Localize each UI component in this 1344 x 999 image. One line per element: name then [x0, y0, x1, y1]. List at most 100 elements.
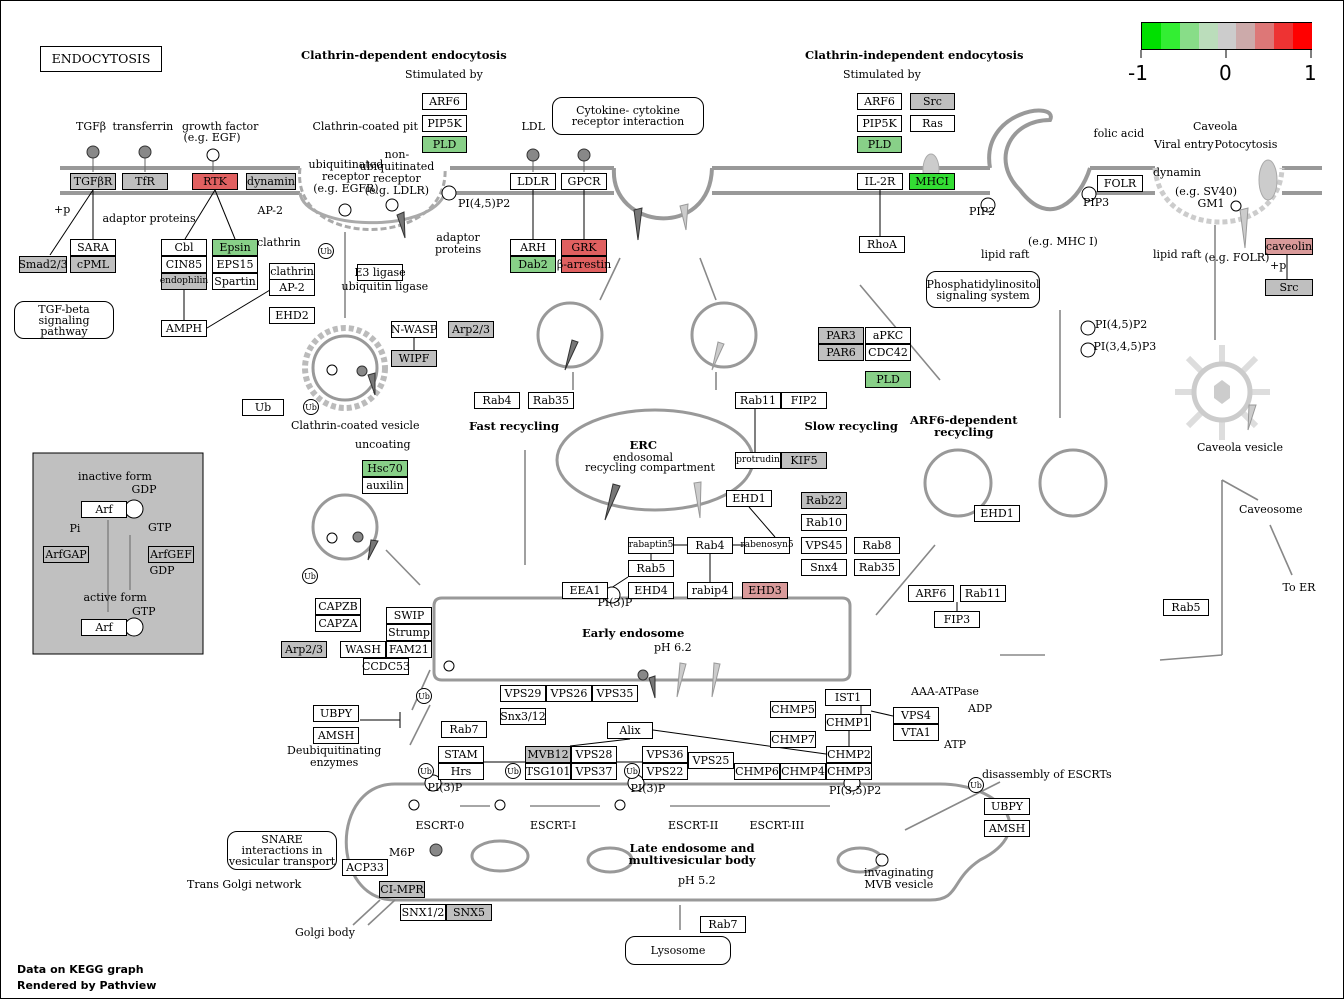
gene-box-capza[interactable]: CAPZA [315, 615, 361, 632]
gene-box-swip[interactable]: SWIP [386, 607, 432, 624]
gene-box-vps25[interactable]: VPS25 [688, 752, 734, 769]
gene-box-acp33[interactable]: ACP33 [342, 859, 388, 876]
gene-box-nwasp[interactable]: N-WASP [391, 321, 437, 338]
gene-box-wipf[interactable]: WIPF [391, 350, 437, 367]
gene-box-mvb12[interactable]: MVB12 [525, 746, 571, 763]
gene-box-ubpy-b[interactable]: UBPY [984, 798, 1030, 815]
gene-box-epsin[interactable]: Epsin [212, 239, 258, 256]
gene-box-ldlr[interactable]: LDLR [510, 173, 556, 190]
gene-box-barrestin[interactable]: β-arrestin [557, 256, 611, 273]
gene-box-endophilin[interactable]: endophilin [160, 273, 208, 290]
gene-box-tgfbr[interactable]: TGFβR [70, 173, 116, 190]
gene-box-rab5-a[interactable]: Rab5 [628, 560, 674, 577]
gene-box-ub-a[interactable]: Ub [242, 399, 284, 416]
gene-box-vps37[interactable]: VPS37 [571, 763, 617, 780]
gene-box-vps35[interactable]: VPS35 [592, 685, 638, 702]
gene-box-grk[interactable]: GRK [561, 239, 607, 256]
gene-box-caveolin[interactable]: caveolin [1265, 238, 1313, 255]
gene-box-ccdc53[interactable]: CCDC53 [362, 658, 410, 675]
gene-box-rab10[interactable]: Rab10 [801, 514, 847, 531]
gene-box-rabenosyn5[interactable]: rabenosyn5 [740, 537, 794, 554]
gene-box-fip2[interactable]: FIP2 [781, 392, 827, 409]
gene-box-dab2[interactable]: Dab2 [510, 256, 556, 273]
gene-box-ehd2[interactable]: EHD2 [269, 307, 315, 324]
pathway-link-phosphatidylinositol[interactable]: Phosphatidylinositol signaling system [926, 271, 1040, 308]
gene-box-stam[interactable]: STAM [438, 746, 484, 763]
gene-box-cbl[interactable]: Cbl [161, 239, 207, 256]
gene-box-il2r[interactable]: IL-2R [857, 173, 903, 190]
gene-box-gpcr[interactable]: GPCR [561, 173, 607, 190]
gene-box-pip5k-a[interactable]: PIP5K [422, 115, 467, 132]
gene-box-hrs[interactable]: Hrs [438, 763, 484, 780]
gene-box-chmp2[interactable]: CHMP2 [826, 746, 872, 763]
gene-box-rab7-a[interactable]: Rab7 [441, 721, 487, 738]
gene-box-cpml[interactable]: cPML [70, 256, 116, 273]
gene-box-par6[interactable]: PAR6 [818, 344, 864, 361]
gene-box-rhoa[interactable]: RhoA [859, 236, 905, 253]
gene-box-chmp7[interactable]: CHMP7 [770, 731, 816, 748]
gene-box-hsc70[interactable]: Hsc70 [362, 460, 408, 477]
gene-box-ehd3[interactable]: EHD3 [742, 582, 788, 599]
gene-box-dynamin[interactable]: dynamin [246, 173, 296, 190]
gene-box-wash[interactable]: WASH [340, 641, 386, 658]
gene-box-fip3[interactable]: FIP3 [934, 611, 980, 628]
gene-box-pld-a[interactable]: PLD [422, 136, 467, 153]
gene-box-ehd4[interactable]: EHD4 [628, 582, 674, 599]
gene-box-kif5[interactable]: KIF5 [781, 452, 827, 469]
gene-box-pip5k-b[interactable]: PIP5K [857, 115, 902, 132]
gene-box-strump[interactable]: Strump [386, 624, 432, 641]
gene-box-vps29[interactable]: VPS29 [500, 685, 546, 702]
gene-box-arfgef[interactable]: ArfGEF [148, 546, 194, 563]
gene-box-sara[interactable]: SARA [70, 239, 116, 256]
gene-box-vps4[interactable]: VPS4 [893, 707, 939, 724]
gene-box-rab4-b[interactable]: Rab4 [687, 537, 733, 554]
gene-box-clathrin-a[interactable]: clathrin [269, 263, 315, 280]
gene-box-chmp5[interactable]: CHMP5 [770, 701, 816, 718]
gene-box-snx5[interactable]: SNX5 [446, 904, 492, 921]
gene-box-rab35-b[interactable]: Rab35 [854, 559, 900, 576]
gene-box-tsg101[interactable]: TSG101 [525, 763, 571, 780]
gene-box-vps26[interactable]: VPS26 [546, 685, 592, 702]
gene-box-arfgap[interactable]: ArfGAP [43, 546, 89, 563]
gene-box-alix[interactable]: Alix [607, 722, 653, 739]
gene-box-rabip4[interactable]: rabip4 [687, 582, 733, 599]
gene-box-rab11-a[interactable]: Rab11 [735, 392, 781, 409]
gene-box-ist1[interactable]: IST1 [825, 689, 871, 706]
gene-box-e3ligase[interactable]: E3 ligase [354, 264, 406, 281]
gene-box-arf-b[interactable]: Arf [81, 619, 127, 636]
gene-box-chmp4[interactable]: CHMP4 [780, 763, 826, 780]
gene-box-vps36[interactable]: VPS36 [642, 746, 688, 763]
gene-box-amsh-a[interactable]: AMSH [313, 727, 359, 744]
gene-box-apkc[interactable]: aPKC [865, 327, 911, 344]
pathway-link-lysosome[interactable]: Lysosome [625, 936, 731, 965]
gene-box-pld-c[interactable]: PLD [865, 371, 911, 388]
gene-box-rab35-a[interactable]: Rab35 [528, 392, 574, 409]
gene-box-cdc42[interactable]: CDC42 [865, 344, 911, 361]
gene-box-eps15[interactable]: EPS15 [212, 256, 258, 273]
pathway-link-tgfbeta-pathway[interactable]: TGF-beta signaling pathway [14, 301, 114, 339]
gene-box-pld-b[interactable]: PLD [857, 136, 902, 153]
gene-box-rab4-a[interactable]: Rab4 [474, 392, 520, 409]
gene-box-arf6-a[interactable]: ARF6 [422, 93, 467, 110]
gene-box-spartin[interactable]: Spartin [212, 273, 258, 290]
gene-box-amph[interactable]: AMPH [161, 320, 207, 337]
gene-box-chmp6[interactable]: CHMP6 [734, 763, 780, 780]
gene-box-vps45[interactable]: VPS45 [801, 537, 847, 554]
gene-box-arf6-b[interactable]: ARF6 [857, 93, 902, 110]
gene-box-chmp3[interactable]: CHMP3 [826, 763, 872, 780]
gene-box-rab7-b[interactable]: Rab7 [700, 916, 746, 933]
gene-box-src-a[interactable]: Src [910, 93, 955, 110]
gene-box-ubpy-a[interactable]: UBPY [313, 705, 359, 722]
gene-box-par3[interactable]: PAR3 [818, 327, 864, 344]
pathway-link-snare[interactable]: SNARE interactions in vesicular transpor… [227, 831, 337, 870]
gene-box-ehd1-a[interactable]: EHD1 [726, 490, 772, 507]
gene-box-protrudin[interactable]: protrudin [735, 452, 781, 469]
gene-box-tfr[interactable]: TfR [122, 173, 168, 190]
gene-box-rab8[interactable]: Rab8 [854, 537, 900, 554]
gene-box-arp23-b[interactable]: Arp2/3 [281, 641, 327, 658]
gene-box-chmp1[interactable]: CHMP1 [825, 714, 871, 731]
gene-box-auxilin[interactable]: auxilin [362, 477, 408, 494]
gene-box-snx312[interactable]: Snx3/12 [500, 708, 546, 725]
gene-box-eea1[interactable]: EEA1 [562, 582, 608, 599]
gene-box-cimpr[interactable]: CI-MPR [379, 881, 425, 898]
